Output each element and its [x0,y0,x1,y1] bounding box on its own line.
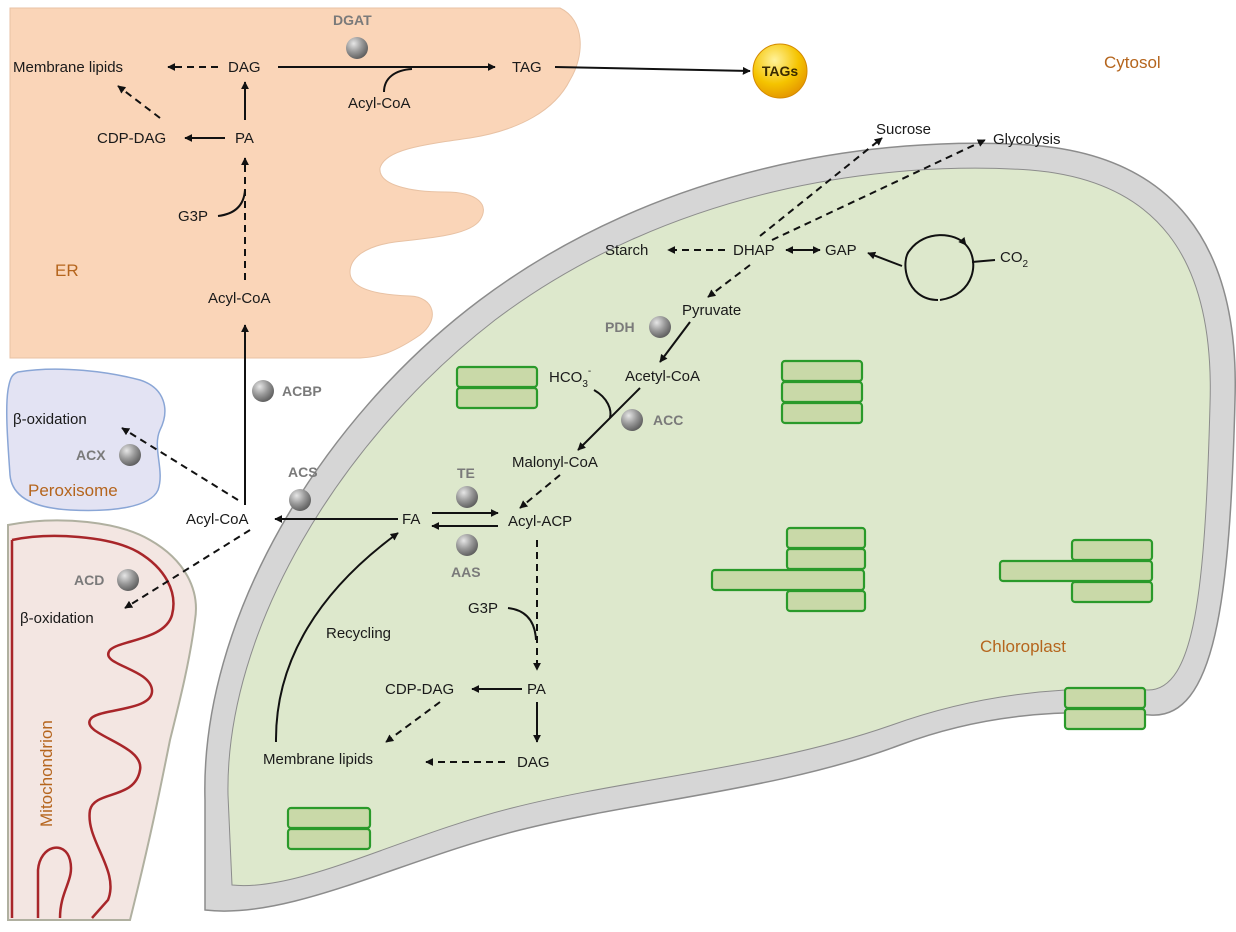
cytosol-arrows [121,427,398,609]
er-membrane-lipids: Membrane lipids [13,59,123,76]
er-acyl-coa-top: Acyl-CoA [348,95,411,112]
enzyme-sphere-icon [456,534,478,556]
g3p-chl-curve [507,607,537,641]
arrow-to-peroxisome [121,427,239,501]
thylakoid-stack-icon [286,806,372,851]
enzyme-acx-label: ACX [76,447,106,463]
arrow-acetylcoa-to-malonylcoa [577,387,641,451]
arrow-dhap-to-pyruvate [707,264,751,298]
enzyme-acd-label: ACD [74,572,104,588]
acyl-coa-curve [383,68,413,93]
enzyme-pdh-label: PDH [605,319,635,335]
arrow-malonylcoa-to-acylacp [519,474,561,509]
chl-membrane-lipids: Membrane lipids [263,751,373,768]
enzyme-acbp-label: ACBP [282,383,322,399]
arrow-cdp-dag-to-membrane-lipids [117,85,161,119]
chl-g3p: G3P [468,600,498,617]
chl-starch: Starch [605,242,648,259]
cytosol-acyl-coa: Acyl-CoA [186,511,249,528]
enzyme-sphere-icon [119,444,141,466]
peroxisome-beta-oxidation: β-oxidation [13,411,87,428]
enzyme-aas-label: AAS [451,564,481,580]
label-chloroplast: Chloroplast [980,637,1066,656]
chloroplast-arrows [274,137,986,766]
label-cytosol: Cytosol [1104,53,1161,72]
chl-recycling: Recycling [326,625,391,642]
arrow-tag-to-droplet [554,66,751,75]
chloroplast-stroma [227,167,1211,887]
enzyme-sphere-icon [346,37,368,59]
mitochondrion-cristae [10,534,175,919]
chl-cdp-dag: CDP-DAG [385,681,454,698]
enzyme-sphere-icon [252,380,274,402]
arrow-dhap-to-sucrose [759,137,883,237]
chl-dag: DAG [517,754,550,771]
enzyme-dgat-label: DGAT [333,12,372,28]
chl-acyl-acp: Acyl-ACP [508,513,572,530]
arrow-recycling [274,532,399,743]
thylakoid-stack-icon [710,526,867,613]
arrow-to-mitochondrion [124,529,251,609]
thylakoid-stack-icon [780,359,864,425]
er-g3p: G3P [178,208,208,225]
label-sucrose: Sucrose [876,121,931,138]
arrow-pyruvate-to-acetylcoa [659,321,691,363]
tags-droplet-label: TAGs [762,63,799,79]
chl-co2: CO2 [1000,249,1029,270]
chl-hco3: HCO3- [549,366,591,390]
label-mitochondrion: Mitochondrion [37,720,56,827]
chl-gap: GAP [825,242,857,259]
label-glycolysis: Glycolysis [993,131,1061,148]
chl-malonyl-coa: Malonyl-CoA [512,454,598,471]
g3p-curve [217,189,246,217]
label-er: ER [55,261,79,280]
enzyme-sphere-icon [456,486,478,508]
calvin-cycle-icon [867,234,996,301]
er-membrane [9,7,581,359]
chl-dhap: DHAP [733,242,775,259]
mitochondrion-outer [7,519,197,921]
enzyme-sphere-icon [649,316,671,338]
mito-beta-oxidation: β-oxidation [20,610,94,627]
tag-droplet-icon [752,43,808,99]
er-arrows [117,63,751,505]
chl-pa: PA [527,681,546,698]
thylakoid-stack-icon [998,538,1154,604]
chl-fa: FA [402,511,420,528]
enzyme-acc-label: ACC [653,412,683,428]
thylakoid-stack-icon [455,365,539,410]
chl-pyruvate: Pyruvate [682,302,741,319]
enzyme-te-label: TE [457,465,475,481]
enzyme-sphere-icon [621,409,643,431]
thylakoid-stack-icon [1063,686,1147,731]
arrow-dhap-to-glycolysis [771,139,986,241]
hco3-curve [593,389,612,419]
er-dag: DAG [228,59,261,76]
label-peroxisome: Peroxisome [28,481,118,500]
peroxisome-membrane [5,368,166,512]
chl-acetyl-coa: Acetyl-CoA [625,368,700,385]
er-pa: PA [235,130,254,147]
er-tag: TAG [512,59,542,76]
er-cdp-dag: CDP-DAG [97,130,166,147]
enzyme-sphere-icon [117,569,139,591]
enzyme-acs-label: ACS [288,464,318,480]
enzyme-sphere-icon [289,489,311,511]
er-acyl-coa: Acyl-CoA [208,290,271,307]
